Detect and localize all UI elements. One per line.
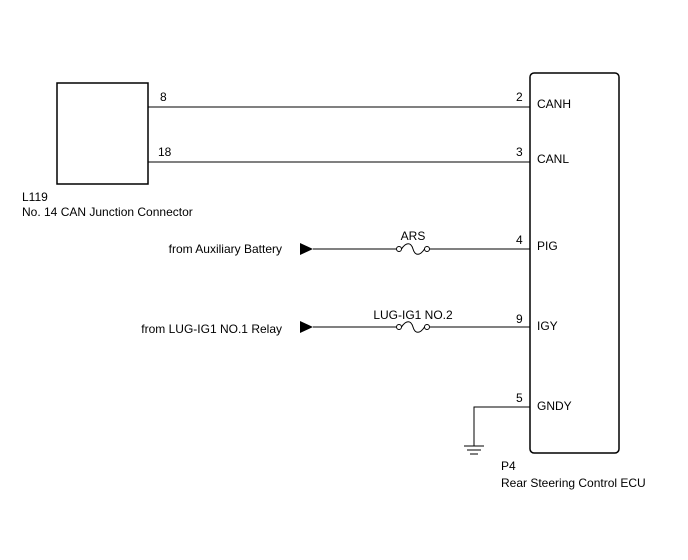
gndy-wire [473,406,530,446]
p4-pin-canh-number: 2 [516,90,523,104]
aux-battery-source-label: from Auxiliary Battery [169,242,282,256]
p4-pin-gndy-number: 5 [516,391,523,405]
l119-pin-canh: 8 [160,90,167,104]
p4-pin-gndy-signal: GNDY [537,399,572,413]
p4-code-label: P4 [501,459,516,473]
p4-pin-igy-signal: IGY [537,319,558,333]
p4-name-label: Rear Steering Control ECU [501,476,646,490]
p4-pin-canh-signal: CANH [537,97,571,111]
p4-ecu-box [529,72,620,454]
p4-pin-pig-signal: PIG [537,239,558,253]
lug-relay-source-label: from LUG-IG1 NO.1 Relay [141,322,282,336]
lug-ig1-fuse-icon [396,321,430,333]
p4-pin-canl-signal: CANL [537,152,569,166]
l119-connector-box [56,82,149,185]
l119-name-label: No. 14 CAN Junction Connector [22,205,193,219]
igy-input-arrow-icon [300,321,313,333]
pig-input-arrow-icon [300,243,313,255]
l119-code-label: L119 [22,190,48,204]
p4-pin-pig-number: 4 [516,233,523,247]
l119-pin-canl: 18 [158,145,172,159]
ground-icon [464,445,484,455]
ars-fuse-icon [396,243,430,255]
ars-fuse-label: ARS [401,229,426,243]
p4-pin-igy-number: 9 [516,312,523,326]
p4-pin-canl-number: 3 [516,145,523,159]
lug-ig1-fuse-label: LUG-IG1 NO.2 [373,308,453,322]
